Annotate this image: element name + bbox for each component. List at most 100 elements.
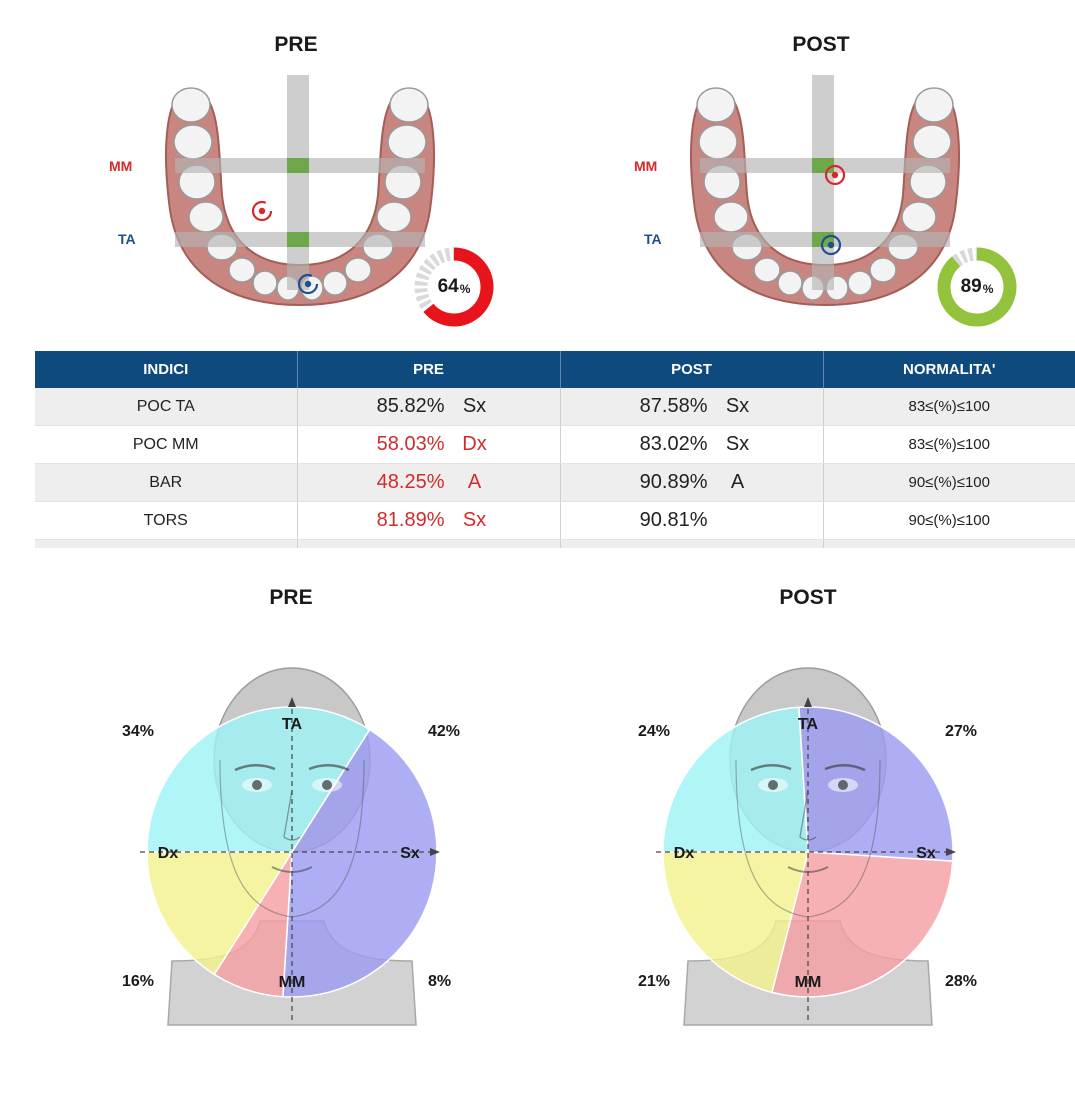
ta-target-icon	[297, 273, 319, 295]
face-chart-pre: TA MM Dx Sx	[140, 667, 440, 1026]
indices-table: INDICI PRE POST NORMALITA' POC TA 85.82% S…	[35, 351, 1075, 548]
cell-index: POC MM	[35, 425, 298, 464]
normal-range: 90≤(%)≤100	[908, 512, 990, 529]
pre-pct-ta-sx: 42%	[428, 723, 461, 740]
post-side: A	[730, 471, 745, 493]
vertical-axis-arrow	[804, 697, 812, 707]
cell-pre: 85.82% Sx	[297, 388, 561, 426]
pre-value: 81.89%	[376, 509, 445, 531]
post-pct-ta-sx: 27%	[945, 723, 978, 740]
mm-target-icon	[251, 200, 273, 222]
cell-pre: 81.89% Sx	[297, 501, 561, 540]
face-chart-post: TA MM Dx Sx	[656, 667, 956, 1026]
header-pre: PRE	[297, 351, 561, 388]
gauge-post: 89%	[935, 245, 1019, 329]
slice-sx-mm	[770, 851, 954, 998]
post-value: 87.58%	[639, 395, 708, 417]
horizontal-axis-arrow	[430, 848, 440, 856]
table-spacer-row	[35, 539, 1075, 548]
post-pct-mm-dx: 21%	[638, 973, 671, 990]
gauge-post-unit: %	[982, 281, 994, 296]
table-row: POC TA 85.82% Sx 87.58% Sx 83≤(%)≤100	[35, 388, 1075, 426]
gauge-pre-unit: %	[459, 281, 471, 296]
arch-post-title: POST	[792, 33, 850, 56]
pre-side: Dx	[462, 433, 487, 455]
pre-pct-dx-ta: 34%	[122, 723, 155, 740]
arch-post-mm-label: MM	[634, 158, 658, 174]
post-pct-dx-ta: 24%	[638, 723, 671, 740]
index-name: BAR	[149, 473, 183, 491]
cell-post: 83.02% Sx	[560, 425, 824, 464]
pre-side: A	[467, 471, 482, 493]
ta-target-icon	[820, 234, 842, 256]
arch-pre-ta-label: TA	[118, 231, 136, 247]
axis-label-mm: MM	[279, 974, 306, 991]
gauge-pre: 64%	[412, 245, 496, 329]
gauge-pre-arc	[414, 247, 494, 327]
normal-range: 83≤(%)≤100	[908, 436, 990, 453]
vertical-axis-arrow	[288, 697, 296, 707]
post-value: 83.02%	[639, 433, 708, 455]
cell-post: 87.58% Sx	[560, 388, 824, 426]
cell-index: POC TA	[35, 388, 298, 426]
horizontal-axis-arrow	[946, 848, 956, 856]
table-header-row: INDICI PRE POST NORMALITA'	[35, 351, 1075, 388]
cell-post: 90.81%	[560, 501, 824, 540]
index-name: POC TA	[136, 397, 195, 415]
post-side: Sx	[725, 395, 750, 417]
header-indici: INDICI	[35, 351, 298, 388]
cell-normal: 90≤(%)≤100	[823, 463, 1075, 502]
axis-label-sx: Sx	[400, 845, 420, 862]
post-side: Sx	[725, 433, 750, 455]
pre-value: 48.25%	[376, 471, 445, 493]
axis-label-sx: Sx	[916, 845, 936, 862]
post-value: 90.89%	[639, 471, 708, 493]
pre-side: Sx	[462, 509, 487, 531]
post-pct-sx-mm: 28%	[945, 973, 978, 990]
gauge-pre-value: 64	[437, 276, 459, 297]
pre-pct-mm-dx: 16%	[122, 973, 155, 990]
normal-range: 83≤(%)≤100	[908, 398, 990, 415]
arch-pre-title: PRE	[274, 33, 318, 56]
pre-side: Sx	[462, 395, 487, 417]
cell-normal: 90≤(%)≤100	[823, 501, 1075, 540]
axis-label-dx: Dx	[674, 845, 695, 862]
cell-index: BAR	[35, 463, 298, 502]
mm-target-icon	[824, 164, 846, 186]
normal-range: 90≤(%)≤100	[908, 474, 990, 491]
arch-post-ta-label: TA	[644, 231, 662, 247]
cell-pre: 48.25% A	[297, 463, 561, 502]
face-post-title: POST	[779, 586, 837, 609]
pre-value: 85.82%	[376, 395, 445, 417]
arch-pre-mm-label: MM	[109, 158, 133, 174]
cell-pre: 58.03% Dx	[297, 425, 561, 464]
dental-arch-pre	[165, 75, 435, 307]
table-row: BAR 48.25% A 90.89% A 90≤(%)≤100	[35, 463, 1075, 502]
index-name: POC MM	[132, 435, 199, 453]
slice-ta-sx	[798, 706, 954, 862]
slice-dx-ta	[662, 706, 809, 853]
gauge-post-arc	[937, 247, 1017, 327]
header-normalita: NORMALITA'	[823, 351, 1075, 388]
pre-pct-sx-mm: 8%	[428, 973, 452, 990]
cell-index: TORS	[35, 501, 298, 540]
axis-label-dx: Dx	[158, 845, 179, 862]
face-features	[219, 759, 365, 918]
axis-label-ta: TA	[282, 716, 303, 733]
axis-label-ta: TA	[798, 716, 819, 733]
post-value: 90.81%	[639, 509, 708, 531]
pre-value: 58.03%	[376, 433, 445, 455]
cell-post: 90.89% A	[560, 463, 824, 502]
cell-normal: 83≤(%)≤100	[823, 425, 1075, 464]
slice-ta-sx	[282, 728, 438, 998]
table-row: POC MM 58.03% Dx 83.02% Sx 83≤(%)≤100	[35, 425, 1075, 464]
header-post: POST	[560, 351, 824, 388]
face-pre-title: PRE	[269, 586, 313, 609]
index-name: TORS	[143, 511, 188, 529]
axis-label-mm: MM	[795, 974, 822, 991]
dental-arch-post	[690, 75, 960, 307]
slice-mm-dx	[662, 851, 809, 994]
cell-normal: 83≤(%)≤100	[823, 388, 1075, 426]
slice-mm-dx	[146, 851, 294, 976]
table-row: TORS 81.89% Sx 90.81% 90≤(%)≤100	[35, 501, 1075, 540]
